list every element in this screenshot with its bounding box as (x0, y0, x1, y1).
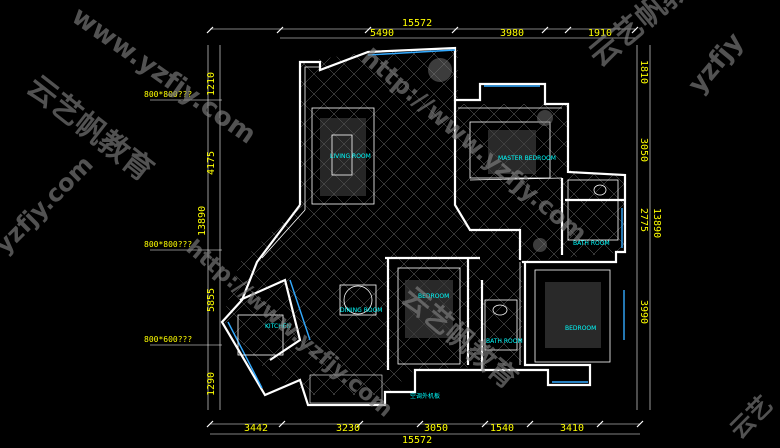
dim-bottom-3: 3050 (424, 423, 448, 434)
label-balcony: 空调外机板 (410, 392, 440, 400)
dimension-lines (150, 26, 651, 435)
label-kitchen: KITCHEN (265, 323, 291, 330)
label-bedroom1: BEDROOM (418, 293, 449, 300)
watermark-url-2: http://www.yzfjy.com (356, 43, 592, 248)
living-room-sofa-block (311, 107, 375, 205)
dim-bottom-5: 3410 (560, 423, 584, 434)
furniture (237, 58, 619, 404)
label-master: MASTER BEDROOM (498, 155, 556, 162)
master-bed (469, 121, 551, 179)
room-labels: LIVING ROOM MASTER BEDROOM BATH ROOM BED… (265, 153, 610, 400)
bath2-fixtures (484, 299, 518, 351)
watermark-corner-1: yzfjy (682, 27, 750, 99)
dim-right-4: 3990 (638, 300, 649, 324)
dim-top-total: 15572 (402, 18, 432, 29)
dim-left-3: 5855 (206, 288, 217, 312)
dim-right-3: 2775 (638, 208, 649, 232)
dim-top-2: 3980 (500, 28, 524, 39)
dim-right-2: 3050 (638, 138, 649, 162)
interior-walls (239, 100, 625, 370)
dimension-texts: 15572 5490 3980 1910 3442 3230 3050 1540… (144, 18, 662, 446)
dim-right-total: 13890 (651, 208, 662, 238)
watermark-corner-2: yzfjy.com (0, 150, 99, 259)
dim-bottom-2: 3230 (336, 423, 360, 434)
label-dining: DINING ROOM (340, 307, 382, 314)
dim-left-1: 1210 (206, 72, 217, 96)
bedroom-bed (397, 267, 461, 365)
label-bath: BATH ROOM (573, 240, 610, 247)
plant (428, 58, 452, 82)
label-bath2: BATH ROOM (486, 338, 523, 345)
note-window-3: 800*600??? (144, 335, 192, 344)
bath-fixtures (567, 179, 619, 241)
label-living: LIVING ROOM (330, 153, 371, 160)
dining-table (343, 285, 373, 315)
dim-left-2: 4175 (206, 151, 217, 175)
dim-top-3: 1910 (588, 28, 612, 39)
note-window-1: 800*800??? (144, 90, 192, 99)
dim-right-1: 1810 (638, 60, 649, 84)
exterior-walls (220, 46, 627, 407)
kitchen-counter (237, 314, 284, 356)
note-window-2: 800*800??? (144, 240, 192, 249)
dim-bottom-4: 1540 (490, 423, 514, 434)
bedroom2-bed (534, 269, 611, 363)
balcony-tiles (309, 374, 383, 404)
dim-bottom-total: 15572 (402, 435, 432, 446)
dim-bottom-1: 3442 (244, 423, 268, 434)
dim-left-4: 1290 (206, 372, 217, 396)
label-bedroom2: BEDROOM (565, 325, 596, 332)
dim-top-1: 5490 (370, 28, 394, 39)
dim-left-total: 13890 (197, 206, 208, 236)
watermark-corner-3: 云艺 (724, 391, 778, 445)
